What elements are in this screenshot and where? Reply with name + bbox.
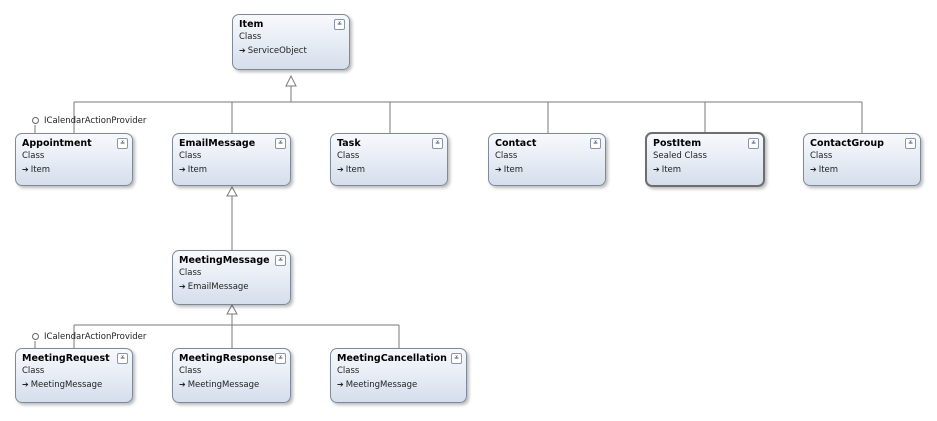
base-class-name: Item	[503, 165, 524, 175]
inherit-arrow-icon: ➔	[810, 165, 817, 174]
inheritance-arrowhead-item	[285, 74, 297, 87]
class-kind: Class	[337, 366, 360, 376]
class-kind: Class	[179, 268, 202, 278]
base-class-name: Item	[187, 165, 208, 175]
inherit-arrow-icon: ➔	[179, 380, 186, 389]
base-class: ➔Item	[495, 163, 599, 177]
inherit-arrow-icon: ➔	[179, 282, 186, 291]
class-shape-item[interactable]: Item Class ➔ServiceObject ≚	[232, 14, 350, 70]
base-class: ➔Item	[810, 163, 914, 177]
class-kind: Class	[179, 366, 202, 376]
interface-lollipop-icon	[32, 333, 39, 340]
chevron-double-down-icon[interactable]: ≚	[117, 138, 128, 149]
base-class: ➔Item	[653, 163, 757, 177]
chevron-double-down-icon[interactable]: ≚	[748, 138, 759, 149]
class-kind: Class	[337, 151, 360, 161]
inherit-arrow-icon: ➔	[495, 165, 502, 174]
class-shape-emailmessage[interactable]: EmailMessage Class ➔Item ≚	[172, 133, 291, 186]
chevron-double-down-icon[interactable]: ≚	[905, 138, 916, 149]
class-kind: Sealed Class	[653, 151, 707, 161]
class-name: Item	[239, 19, 264, 30]
class-shape-appointment[interactable]: Appointment Class ➔Item ≚	[15, 133, 133, 186]
class-kind: Class	[179, 151, 202, 161]
inheritance-arrowhead-meetingmessage	[226, 303, 238, 315]
class-kind: Class	[22, 366, 45, 376]
class-shape-task[interactable]: Task Class ➔Item ≚	[330, 133, 448, 186]
base-class: ➔Item	[22, 163, 126, 177]
base-class: ➔MeetingMessage	[337, 378, 460, 392]
inherit-arrow-icon: ➔	[239, 46, 246, 55]
class-kind: Class	[810, 151, 833, 161]
class-kind: Class	[495, 151, 518, 161]
base-class-name: MeetingMessage	[345, 380, 418, 390]
interface-label: ICalendarActionProvider	[44, 332, 147, 342]
inherit-arrow-icon: ➔	[337, 380, 344, 389]
chevron-double-down-icon[interactable]: ≚	[275, 138, 286, 149]
base-class: ➔Item	[337, 163, 441, 177]
interface-label: ICalendarActionProvider	[44, 116, 147, 126]
class-shape-contactgroup[interactable]: ContactGroup Class ➔Item ≚	[803, 133, 921, 186]
chevron-double-down-icon[interactable]: ≚	[451, 353, 462, 364]
chevron-double-down-icon[interactable]: ≚	[275, 255, 286, 266]
base-class: ➔ServiceObject	[239, 44, 343, 58]
inherit-arrow-icon: ➔	[179, 165, 186, 174]
class-name: ContactGroup	[810, 138, 884, 149]
chevron-double-down-icon[interactable]: ≚	[590, 138, 601, 149]
base-class: ➔MeetingMessage	[22, 378, 126, 392]
inherit-arrow-icon: ➔	[22, 380, 29, 389]
class-kind: Class	[239, 32, 262, 42]
class-shape-postitem[interactable]: PostItem Sealed Class ➔Item ≚	[645, 132, 765, 187]
inherit-arrow-icon: ➔	[22, 165, 29, 174]
class-shape-contact[interactable]: Contact Class ➔Item ≚	[488, 133, 606, 186]
chevron-double-down-icon[interactable]: ≚	[432, 138, 443, 149]
class-shape-meetingrequest[interactable]: MeetingRequest Class ➔MeetingMessage ≚	[15, 348, 133, 403]
class-name: PostItem	[653, 138, 702, 149]
class-kind: Class	[22, 151, 45, 161]
class-shape-meetingresponse[interactable]: MeetingResponse Class ➔MeetingMessage ≚	[172, 348, 291, 403]
chevron-double-down-icon[interactable]: ≚	[334, 19, 345, 30]
base-class-name: Item	[661, 165, 682, 175]
class-name: MeetingResponse	[179, 353, 275, 364]
class-shape-meetingcancellation[interactable]: MeetingCancellation Class ➔MeetingMessag…	[330, 348, 467, 403]
class-name: MeetingCancellation	[337, 353, 447, 364]
inherit-arrow-icon: ➔	[653, 165, 660, 174]
class-name: Appointment	[22, 138, 92, 149]
inherit-arrow-icon: ➔	[337, 165, 344, 174]
class-name: MeetingRequest	[22, 353, 110, 364]
class-name: Contact	[495, 138, 537, 149]
base-class-name: EmailMessage	[187, 282, 249, 292]
class-name: MeetingMessage	[179, 255, 270, 266]
base-class-name: MeetingMessage	[30, 380, 103, 390]
base-class: ➔MeetingMessage	[179, 378, 284, 392]
class-shape-meetingmessage[interactable]: MeetingMessage Class ➔EmailMessage ≚	[172, 250, 291, 305]
inheritance-arrowhead-emailmessage	[226, 185, 238, 197]
base-class-name: Item	[345, 165, 366, 175]
base-class: ➔Item	[179, 163, 284, 177]
class-name: EmailMessage	[179, 138, 256, 149]
class-name: Task	[337, 138, 361, 149]
base-class-name: Item	[818, 165, 839, 175]
chevron-double-down-icon[interactable]: ≚	[117, 353, 128, 364]
interface-lollipop-icon	[32, 117, 39, 124]
base-class-name: Item	[30, 165, 51, 175]
base-class: ➔EmailMessage	[179, 280, 284, 294]
base-class-name: ServiceObject	[247, 46, 307, 56]
base-class-name: MeetingMessage	[187, 380, 260, 390]
chevron-double-down-icon[interactable]: ≚	[275, 353, 286, 364]
